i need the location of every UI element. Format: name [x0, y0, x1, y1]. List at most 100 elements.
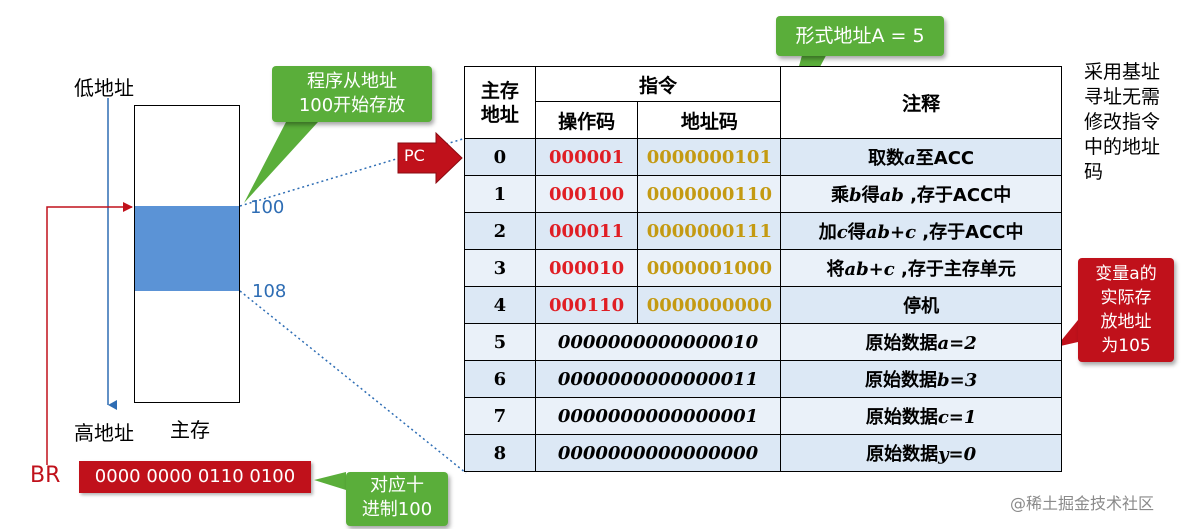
row-note-part: b — [848, 185, 862, 206]
row-note-part: 原始数据 — [865, 370, 938, 391]
decimal-callout-tail — [314, 472, 346, 490]
row-address: 5 — [464, 323, 536, 361]
row-data-value: 0000000000000001 — [534, 397, 782, 435]
row-address: 1 — [464, 175, 536, 213]
row-note: 原始数据c=1 — [780, 397, 1062, 435]
row-address: 0 — [464, 138, 536, 176]
header-note: 注释 — [780, 66, 1062, 139]
decimal-100-callout: 对应十 进制100 — [346, 472, 448, 526]
side-note-line-3: 修改指令 — [1084, 111, 1161, 133]
row-note-part: a=2 — [937, 333, 977, 354]
row-note-part: 原始数据 — [866, 444, 939, 465]
dotted-guide-bottom — [239, 290, 467, 474]
row-address: 2 — [464, 212, 536, 250]
row-note-part: ,存于ACC中 — [903, 185, 1012, 206]
row-note-part: ab+c — [844, 259, 895, 280]
row-address-code: 0000000110 — [637, 175, 782, 213]
row-note: 原始数据a=2 — [780, 323, 1062, 361]
br-pointer-line — [46, 202, 133, 465]
row-address-code: 0000000111 — [637, 212, 782, 250]
row-opcode: 000100 — [534, 175, 639, 213]
header-address: 主存地址 — [464, 66, 536, 139]
br-register-value: 0000 0000 0110 0100 — [79, 461, 311, 493]
row-note: 原始数据b=3 — [780, 360, 1062, 398]
pc-label: PC — [404, 146, 425, 165]
row-data-value: 0000000000000000 — [534, 434, 782, 472]
row-note-part: 取数 — [868, 148, 905, 169]
row-note-part: ,存于ACC中 — [916, 222, 1024, 243]
row-note-part: 至ACC — [915, 148, 975, 169]
row-note-part: c=1 — [937, 407, 977, 428]
high-address-label: 高地址 — [74, 421, 134, 445]
row-note: 将ab+c ,存于主存单元 — [780, 249, 1062, 287]
actual-address-line-1: 变量a的 — [1095, 264, 1157, 284]
row-opcode: 000011 — [534, 212, 639, 250]
main-memory-label: 主存 — [170, 418, 210, 442]
row-note: 停机 — [780, 286, 1062, 324]
row-note: 取数a至ACC — [780, 138, 1062, 176]
row-note-part: a — [904, 148, 916, 169]
row-note-part: c — [836, 222, 848, 243]
row-note: 乘b得ab ,存于ACC中 — [780, 175, 1062, 213]
address-108-label: 108 — [252, 281, 287, 302]
program-start-line-2: 100开始存放 — [298, 95, 406, 116]
row-opcode: 000001 — [534, 138, 639, 176]
row-note-part: y=0 — [938, 444, 977, 465]
actual-address-line-2: 实际存 — [1100, 288, 1152, 308]
row-note-part: 得 — [861, 185, 880, 206]
row-note-part: ,存于主存单元 — [894, 259, 1016, 280]
actual-address-callout: 变量a的 实际存 放地址 为105 — [1078, 258, 1174, 362]
side-note-line-5: 码 — [1084, 161, 1104, 183]
row-data-value: 0000000000000011 — [534, 360, 782, 398]
program-start-callout: 程序从地址 100开始存放 — [272, 66, 432, 122]
row-note-part: ab — [879, 185, 904, 206]
row-note: 原始数据y=0 — [780, 434, 1062, 472]
address-100-label: 100 — [250, 197, 285, 218]
row-address: 8 — [464, 434, 536, 472]
row-note-part: 得 — [847, 222, 866, 243]
program-region-block — [135, 206, 239, 291]
row-address-code: 0000001000 — [637, 249, 782, 287]
pc-arrow — [397, 131, 463, 185]
row-note: 加c得ab+c ,存于ACC中 — [780, 212, 1062, 250]
br-label: BR — [30, 463, 61, 488]
row-note-part: 原始数据 — [865, 333, 938, 354]
row-note-part: b=3 — [937, 370, 978, 391]
formal-address-callout: 形式地址A = 5 — [776, 16, 944, 56]
row-address: 3 — [464, 249, 536, 287]
decimal-callout-line-2: 进制100 — [361, 499, 433, 520]
row-address-code: 0000000000 — [637, 286, 782, 324]
side-note-line-1: 采用基址 — [1084, 61, 1161, 83]
row-address: 6 — [464, 360, 536, 398]
actual-address-line-4: 为105 — [1101, 336, 1151, 356]
header-instruction: 指令 — [534, 66, 782, 102]
actual-address-callout-tail — [1056, 320, 1078, 347]
header-address-code: 地址码 — [637, 101, 782, 139]
program-start-line-1: 程序从地址 — [307, 71, 397, 92]
row-note-part: 停机 — [903, 296, 940, 317]
program-start-callout-tail — [244, 122, 318, 203]
watermark: @稀土掘金技术社区 — [1010, 494, 1155, 513]
row-opcode: 000010 — [534, 249, 639, 287]
header-address-text: 主存地址 — [480, 79, 519, 126]
row-note-part: 原始数据 — [865, 407, 938, 428]
row-note-part: 乘 — [830, 185, 849, 206]
row-address-code: 0000000101 — [637, 138, 782, 176]
row-address: 4 — [464, 286, 536, 324]
side-note: 采用基址 寻址无需 修改指令 中的地址 码 — [1084, 60, 1184, 185]
row-data-value: 0000000000000010 — [534, 323, 782, 361]
low-address-label: 低地址 — [74, 76, 134, 100]
row-opcode: 000110 — [534, 286, 639, 324]
decimal-callout-line-1: 对应十 — [370, 475, 424, 496]
row-address: 7 — [464, 397, 536, 435]
row-note-part: 加 — [818, 222, 837, 243]
